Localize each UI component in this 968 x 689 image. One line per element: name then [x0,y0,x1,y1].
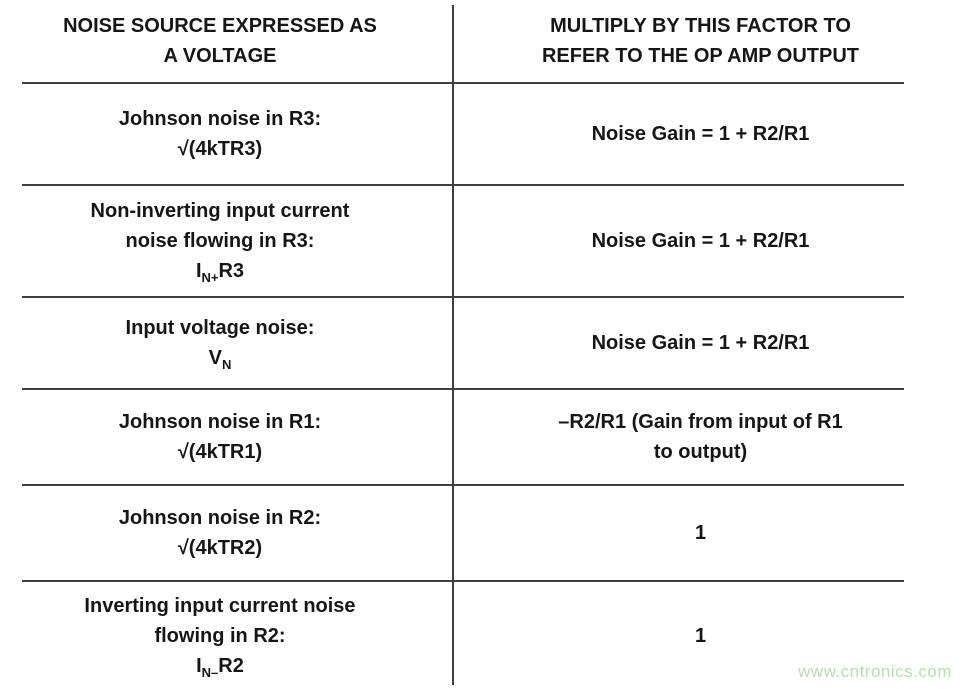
header-text-line: REFER TO THE OP AMP OUTPUT [541,45,860,67]
cell-text-line: Non-inverting input current [90,200,350,222]
header-cell-multiply-factor: MULTIPLY BY THIS FACTOR TO REFER TO THE … [453,0,904,84]
cell-text-line: Johnson noise in R3: [118,108,322,130]
cell-text-line: Johnson noise in R2: [118,507,322,529]
formula-sqrt-4ktr3: √(4kTR3) [177,138,263,160]
formula-sqrt-4ktr1: √(4kTR1) [177,441,263,463]
factor-cell-row5: 1 [453,486,904,582]
formula-sqrt-4ktr2: √(4kTR2) [177,537,263,559]
source-cell-row6: Inverting input current noise flowing in… [22,582,453,689]
factor-cell-row4: –R2/R1 (Gain from input of R1 to output) [453,390,904,486]
formula-in-minus-r2: IN–R2 [196,651,244,681]
noise-source-table: NOISE SOURCE EXPRESSED AS A VOLTAGE MULT… [22,0,904,689]
formula-rest: R2 [218,654,244,677]
header-text-line: NOISE SOURCE EXPRESSED AS [63,15,377,37]
factor-cell-row2: Noise Gain = 1 + R2/R1 [453,186,904,298]
source-cell-row2: Non-inverting input current noise flowin… [22,186,453,298]
factor-cell-row6: 1 [453,582,904,689]
formula-base: I [195,260,202,282]
cell-text-line: Noise Gain = 1 + R2/R1 [591,230,810,252]
column-divider-line [452,5,454,685]
cell-text-line: Noise Gain = 1 + R2/R1 [591,332,810,354]
source-cell-row1: Johnson noise in R3: √(4kTR3) [22,84,453,186]
cell-text-line: 1 [694,624,707,647]
cell-text-line: Noise Gain = 1 + R2/R1 [591,123,810,145]
cell-text-line: flowing in R2: [154,624,286,647]
formula-subscript: N+ [201,270,219,285]
formula-base: I [196,654,202,677]
formula-subscript: N [221,357,232,372]
cell-text-line: 1 [694,522,707,544]
source-cell-row3: Input voltage noise: VN [22,298,453,390]
formula-vn: VN [209,343,232,373]
cell-text-line: to output) [653,441,748,463]
cell-text-line: Johnson noise in R1: [118,411,322,433]
header-text-line: MULTIPLY BY THIS FACTOR TO [550,15,851,37]
header-cell-noise-source: NOISE SOURCE EXPRESSED AS A VOLTAGE [22,0,453,84]
formula-base: V [208,347,222,369]
watermark-text: www.cntronics.com [798,662,952,681]
formula-in-plus-r3: IN+R3 [196,256,244,286]
header-text-line: A VOLTAGE [163,45,277,67]
factor-cell-row3: Noise Gain = 1 + R2/R1 [453,298,904,390]
formula-subscript: N– [201,664,219,680]
cell-text-line: noise flowing in R3: [125,230,315,252]
cell-text-line: –R2/R1 (Gain from input of R1 [558,411,843,433]
source-cell-row4: Johnson noise in R1: √(4kTR1) [22,390,453,486]
factor-cell-row1: Noise Gain = 1 + R2/R1 [453,84,904,186]
cell-text-line: Inverting input current noise [84,594,356,617]
formula-rest: R3 [218,260,245,282]
cell-text-line: Input voltage noise: [125,317,315,339]
source-cell-row5: Johnson noise in R2: √(4kTR2) [22,486,453,582]
